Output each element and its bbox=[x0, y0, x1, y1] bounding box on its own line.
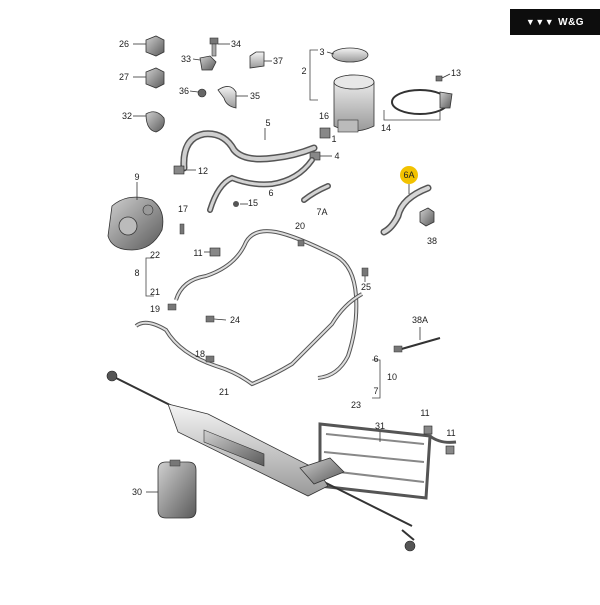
reservoir-assembly bbox=[309, 47, 375, 133]
brand-badge: ▼▼▼ W&G bbox=[510, 9, 600, 35]
clip-12 bbox=[173, 165, 196, 175]
chevrons-logo-icon: ▼▼▼ bbox=[525, 17, 555, 27]
sensor-38a bbox=[393, 327, 441, 353]
highlight-marker bbox=[400, 166, 418, 184]
callout-21-lower: 21 bbox=[219, 387, 229, 397]
bracket-38 bbox=[419, 207, 435, 227]
hose-7a bbox=[301, 183, 331, 203]
callout-4: 4 bbox=[334, 151, 339, 161]
callout-15: 15 bbox=[248, 198, 258, 208]
clip-11-upper bbox=[204, 247, 221, 257]
callout-13: 13 bbox=[451, 68, 461, 78]
callout-7a: 7A bbox=[316, 207, 327, 217]
callout-34: 34 bbox=[231, 39, 241, 49]
callout-36: 36 bbox=[179, 86, 189, 96]
callout-9: 9 bbox=[134, 172, 139, 182]
callout-26: 26 bbox=[119, 39, 129, 49]
bracket-35 bbox=[217, 86, 248, 109]
bolt-19 bbox=[167, 303, 177, 311]
clamp-27 bbox=[133, 67, 165, 89]
callout-6-group: 6 bbox=[373, 354, 378, 364]
bolt-17 bbox=[179, 223, 185, 235]
callout-23: 23 bbox=[351, 400, 361, 410]
callout-31: 31 bbox=[375, 421, 385, 431]
callout-3: 3 bbox=[319, 47, 324, 57]
mounting-band-14 bbox=[383, 89, 453, 121]
callout-32: 32 bbox=[122, 111, 132, 121]
return-hose-5 bbox=[180, 128, 318, 172]
hose-6 bbox=[207, 157, 315, 213]
callout-1: 1 bbox=[331, 134, 336, 144]
callout-38: 38 bbox=[427, 236, 437, 246]
bracket-37 bbox=[249, 51, 272, 69]
power-steering-pump-9 bbox=[107, 182, 164, 251]
callout-5: 5 bbox=[265, 118, 270, 128]
steering-rack bbox=[106, 370, 416, 552]
brand-label: W&G bbox=[558, 16, 585, 28]
callout-10: 10 bbox=[387, 372, 397, 382]
fluid-container-30 bbox=[146, 459, 197, 519]
clamp-26 bbox=[133, 35, 165, 57]
callout-2: 2 bbox=[301, 66, 306, 76]
bolt-20 bbox=[297, 239, 305, 247]
callout-30: 30 bbox=[132, 487, 142, 497]
callout-22: 22 bbox=[150, 250, 160, 260]
clip-11-lower-b bbox=[445, 445, 455, 455]
callout-20: 20 bbox=[295, 221, 305, 231]
hose-6a bbox=[380, 184, 432, 236]
callout-14: 14 bbox=[381, 123, 391, 133]
callout-19: 19 bbox=[150, 304, 160, 314]
bolt-18 bbox=[205, 355, 215, 363]
callout-18: 18 bbox=[195, 349, 205, 359]
clamp-32 bbox=[133, 111, 165, 133]
bolt-13 bbox=[435, 73, 451, 82]
nut-33 bbox=[192, 55, 217, 71]
bolt-34 bbox=[209, 37, 230, 57]
bolt-15 bbox=[233, 201, 248, 207]
cooler-31 bbox=[318, 422, 457, 500]
callout-6: 6 bbox=[268, 188, 273, 198]
callout-16: 16 bbox=[319, 111, 329, 121]
callout-17: 17 bbox=[178, 204, 188, 214]
bolt-25 bbox=[361, 267, 369, 282]
callout-11-lower-a: 11 bbox=[420, 408, 429, 418]
callout-24: 24 bbox=[230, 315, 240, 325]
callout-8: 8 bbox=[134, 268, 139, 278]
callout-7: 7 bbox=[373, 386, 378, 396]
callout-11-lower-b: 11 bbox=[446, 428, 455, 438]
callout-6a: 6A bbox=[403, 170, 414, 180]
pressure-line-lower bbox=[134, 292, 363, 387]
clip-11-lower-a bbox=[423, 425, 433, 435]
bolt-24 bbox=[205, 315, 227, 323]
callout-12: 12 bbox=[198, 166, 208, 176]
callout-11-upper: 11 bbox=[193, 248, 202, 258]
callout-25: 25 bbox=[361, 282, 371, 292]
callout-38a: 38A bbox=[412, 315, 428, 325]
callout-37: 37 bbox=[273, 56, 283, 66]
clip-36 bbox=[189, 88, 207, 98]
callout-35: 35 bbox=[250, 91, 260, 101]
callout-27: 27 bbox=[119, 72, 129, 82]
callout-33: 33 bbox=[181, 54, 191, 64]
callout-21-upper: 21 bbox=[150, 287, 160, 297]
clip-16 bbox=[319, 127, 331, 139]
